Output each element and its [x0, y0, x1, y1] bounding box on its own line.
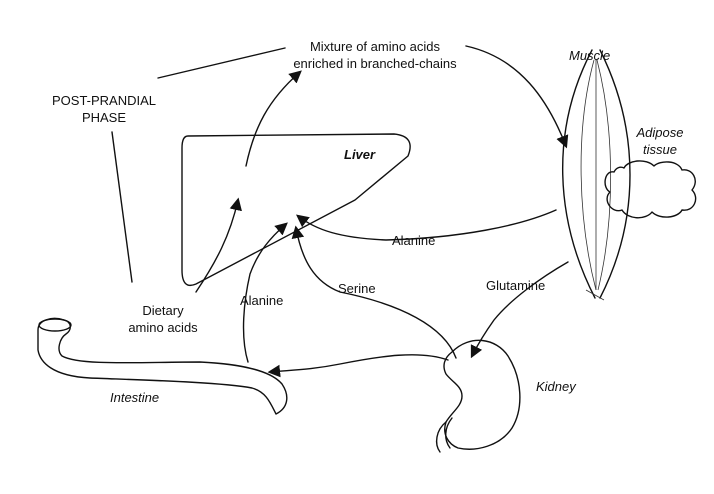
dietary-label: Dietary amino acids — [108, 302, 218, 336]
arrow-glutamine-to-kidney — [470, 261, 569, 359]
serine-label: Serine — [338, 281, 376, 296]
intestine-shape — [37, 317, 288, 415]
arrow-alanine-muscle-to-liver — [296, 209, 557, 241]
phase-connector-bottom — [111, 131, 133, 283]
arrow-alanine-intestine-to-liver — [242, 222, 288, 363]
phase-label-line1: POST-PRANDIAL — [51, 93, 157, 108]
adipose-tissue-shape — [604, 160, 697, 219]
dietary-label-line1: Dietary — [142, 303, 184, 318]
adipose-label-line2: tissue — [643, 142, 677, 157]
phase-label-line2: PHASE — [81, 110, 127, 125]
phase-connector-top — [157, 47, 286, 79]
intestine-opening — [38, 318, 72, 332]
adipose-label: Adipose tissue — [620, 124, 700, 158]
arrow-mixture-to-muscle — [465, 45, 569, 149]
muscle-shape — [561, 49, 631, 301]
dietary-label-line2: amino acids — [128, 320, 198, 335]
arrow-dietary-to-liver — [195, 197, 242, 293]
liver-label: Liver — [344, 147, 376, 162]
mixture-label-line2: enriched in branched-chains — [293, 56, 457, 71]
liver-shape — [181, 133, 411, 287]
arrow-liver-to-mixture — [245, 70, 302, 167]
phase-label: POST-PRANDIAL PHASE — [44, 92, 164, 126]
muscle-label: Muscle — [569, 48, 611, 63]
arrow-kidney-to-intestine — [267, 354, 449, 378]
kidney-label: Kidney — [536, 379, 576, 394]
mixture-label: Mixture of amino acids enriched in branc… — [270, 38, 480, 72]
kidney-shape — [443, 339, 521, 450]
adipose-label-line1: Adipose — [636, 125, 684, 140]
alanine-intestine-label: Alanine — [240, 293, 284, 308]
alanine-muscle-label: Alanine — [392, 233, 436, 248]
arrow-serine-to-liver — [291, 225, 457, 359]
intestine-label: Intestine — [110, 390, 160, 405]
mixture-label-line1: Mixture of amino acids — [309, 39, 441, 54]
glutamine-label: Glutamine — [486, 278, 546, 293]
